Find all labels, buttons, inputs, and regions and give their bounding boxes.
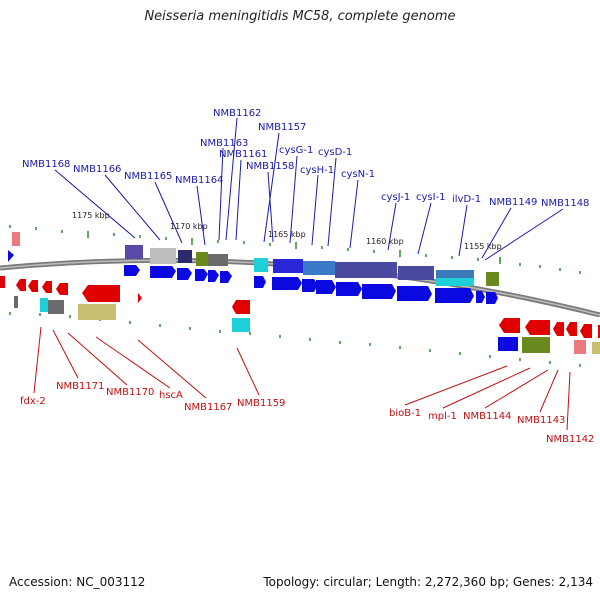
top-label: NMB1168 bbox=[22, 159, 70, 170]
upper-tick-row bbox=[9, 225, 581, 274]
scale-label-1170: 1170 kbp bbox=[170, 222, 208, 231]
top-label: NMB1149 bbox=[489, 197, 537, 208]
bottom-label: NMB1142 bbox=[546, 434, 594, 445]
scale-label-1155: 1155 kbp bbox=[464, 242, 502, 251]
top-label: ilvD-1 bbox=[452, 194, 481, 205]
bottom-label: NMB1143 bbox=[517, 415, 565, 426]
lower-tick-row bbox=[9, 312, 581, 367]
top-label: cysI-1 bbox=[416, 192, 446, 203]
top-label: NMB1157 bbox=[258, 122, 306, 133]
top-gene-labels: NMB1168 NMB1166 NMB1165 NMB1164 NMB1163 … bbox=[22, 108, 589, 209]
bottom-label: NMB1171 bbox=[56, 381, 104, 392]
genome-summary-text: Topology: circular; Length: 2,272,360 bp… bbox=[263, 575, 593, 589]
reverse-genes bbox=[0, 276, 600, 338]
top-label: cysG-1 bbox=[279, 145, 313, 156]
scale-label-1160: 1160 kbp bbox=[366, 237, 404, 246]
bottom-label: hscA bbox=[159, 390, 183, 401]
top-label: NMB1158 bbox=[246, 161, 294, 172]
top-label: NMB1163 bbox=[200, 138, 248, 149]
bottom-label: fdx-2 bbox=[20, 396, 46, 407]
top-label: cysN-1 bbox=[341, 169, 375, 180]
scale-label-1165: 1165 kbp bbox=[268, 230, 306, 239]
bottom-label: bioB-1 bbox=[389, 408, 421, 419]
bottom-leader-lines bbox=[33, 326, 571, 431]
scale-label-1175: 1175 kbp bbox=[72, 211, 110, 220]
top-label: NMB1162 bbox=[213, 108, 261, 119]
top-label: NMB1161 bbox=[219, 149, 267, 160]
bottom-gene-labels: fdx-2 NMB1171 NMB1170 hscA NMB1167 NMB11… bbox=[20, 381, 594, 445]
forward-genes bbox=[8, 250, 518, 351]
accession-text: Accession: NC_003112 bbox=[9, 575, 146, 589]
bottom-label: NMB1167 bbox=[184, 402, 232, 413]
top-label: cysJ-1 bbox=[381, 192, 410, 203]
top-label: NMB1148 bbox=[541, 198, 589, 209]
top-leader-lines bbox=[54, 117, 564, 261]
top-label: NMB1164 bbox=[175, 175, 223, 186]
bottom-label: NMB1170 bbox=[106, 387, 154, 398]
top-label: NMB1166 bbox=[73, 164, 121, 175]
bottom-label: mpl-1 bbox=[428, 411, 457, 422]
bottom-label: NMB1159 bbox=[237, 398, 285, 409]
bottom-label: NMB1144 bbox=[463, 411, 511, 422]
genome-title: Neisseria meningitidis MC58, complete ge… bbox=[144, 9, 456, 24]
top-label: cysD-1 bbox=[318, 147, 352, 158]
top-label: NMB1165 bbox=[124, 171, 172, 182]
top-label: cysH-1 bbox=[300, 165, 334, 176]
